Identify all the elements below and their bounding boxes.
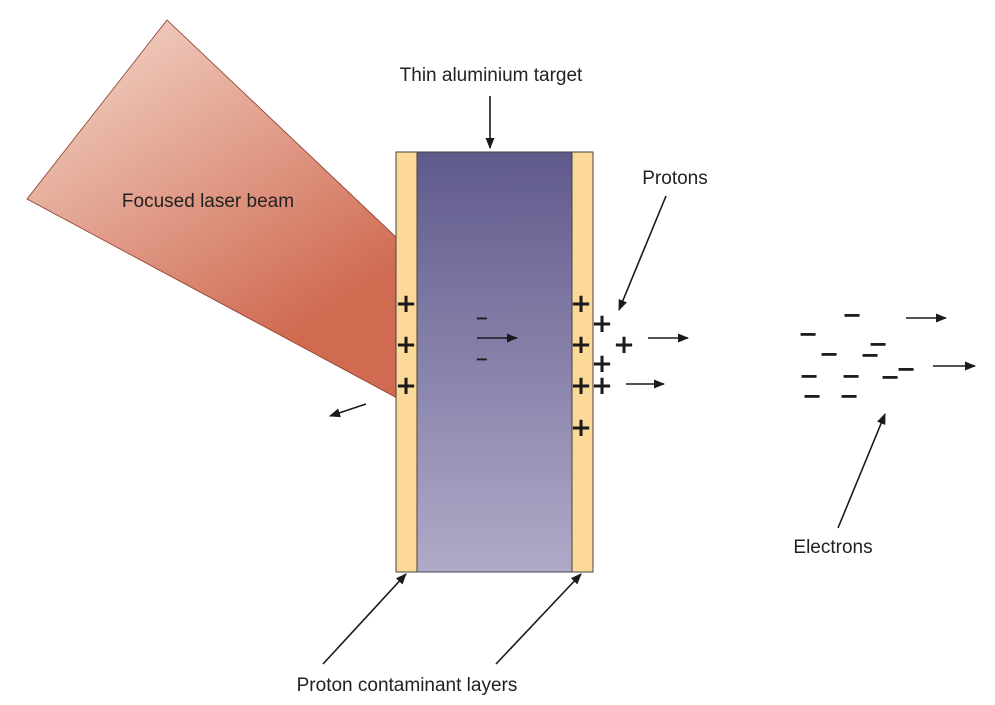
proton-plus: + — [570, 371, 592, 401]
electron-minus: − — [841, 362, 861, 390]
minus-signs: − − − − − − − − − − − − − — [475, 301, 916, 410]
plus-signs: + + + + + + + + + + + — [395, 289, 635, 443]
reflected-arrow — [328, 403, 367, 418]
proton-plus: + — [395, 289, 417, 319]
electron-minus: − — [839, 382, 859, 410]
contaminant-layer-right — [571, 151, 594, 573]
target-outline — [395, 151, 594, 573]
proton-plus: + — [591, 309, 613, 339]
contaminant-label: Proton contaminant layers — [297, 675, 518, 696]
electron-minus: − — [880, 363, 900, 391]
proton-plus: + — [395, 330, 417, 360]
electron-minus: − — [802, 382, 822, 410]
proton-plus: + — [570, 330, 592, 360]
protons-pointer-arrow — [618, 195, 667, 312]
electron-minus: − — [842, 301, 862, 329]
laser-label: Focused laser beam — [122, 191, 294, 212]
proton-plus: + — [591, 371, 613, 401]
proton-plus: + — [613, 330, 635, 360]
target-label: Thin aluminium target — [400, 65, 583, 86]
electron-minus: − — [860, 341, 880, 369]
electron-minus: − — [896, 355, 916, 383]
electron-minus: − — [819, 340, 839, 368]
electron-minus: − — [868, 330, 888, 358]
contaminant-pointer-arrow-left — [322, 573, 407, 665]
electron-minus: − — [799, 362, 819, 390]
proton-plus: + — [395, 371, 417, 401]
electron-minus: − — [798, 320, 818, 348]
electron-minus: − — [475, 350, 488, 369]
contaminant-pointer-arrow-right — [495, 573, 582, 665]
electrons-pointer-arrow — [837, 412, 886, 529]
proton-plus: + — [570, 413, 592, 443]
contaminant-layer-left — [395, 151, 418, 573]
proton-plus: + — [591, 349, 613, 379]
aluminium-target — [417, 152, 572, 572]
protons-label: Protons — [642, 168, 707, 189]
proton-plus: + — [570, 289, 592, 319]
electron-minus: − — [475, 309, 488, 328]
electrons-label: Electrons — [793, 537, 872, 558]
annotation-arrows — [322, 96, 977, 665]
